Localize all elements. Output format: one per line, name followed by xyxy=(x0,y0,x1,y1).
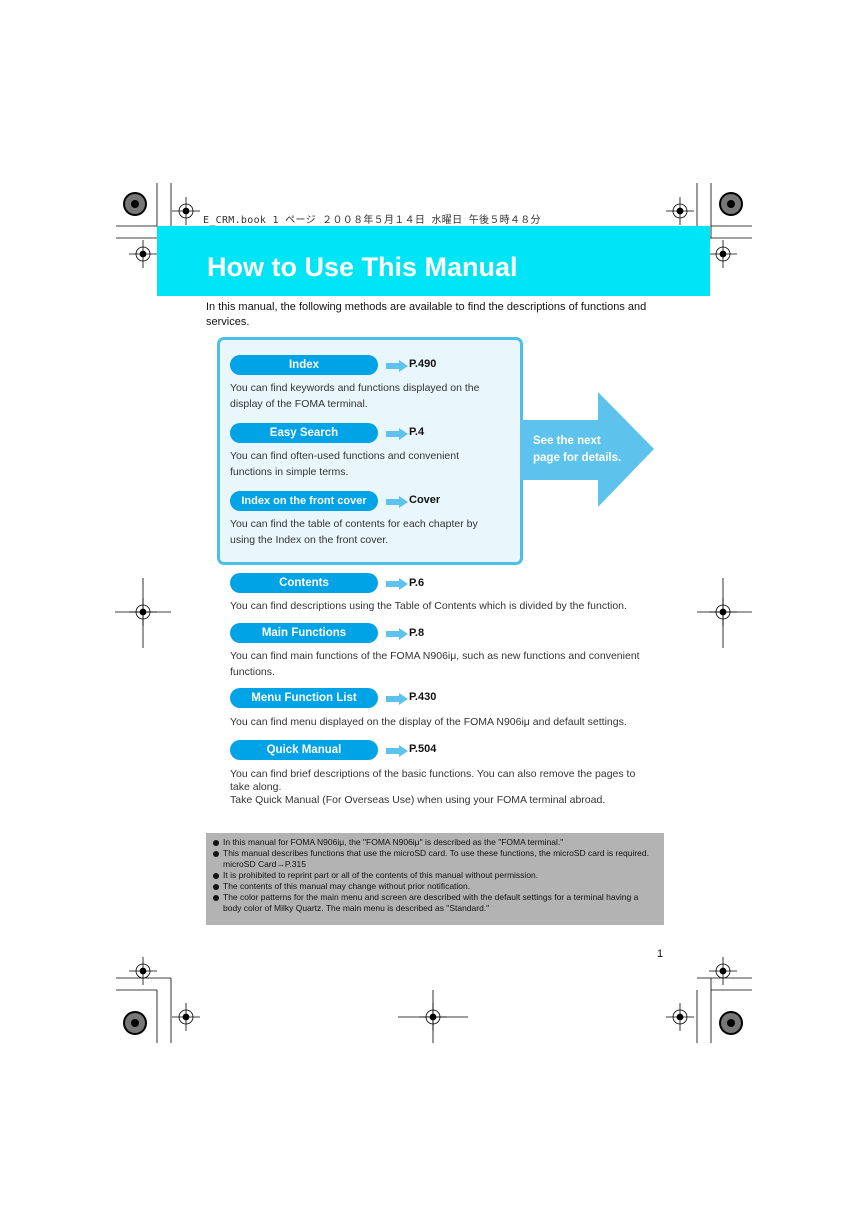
quick-manual-pill: Quick Manual xyxy=(230,740,378,760)
see-next-line1: See the next xyxy=(533,435,601,447)
ref-arrow-icon xyxy=(386,360,408,372)
note-item: The contents of this manual may change w… xyxy=(212,881,658,892)
title-band xyxy=(157,226,710,296)
note-item: The color patterns for the main menu and… xyxy=(212,892,658,914)
quick-manual-desc: You can find brief descriptions of the b… xyxy=(230,768,636,793)
easy-search-desc: You can find often-used functions and co… xyxy=(230,450,460,478)
contents-desc: You can find descriptions using the Tabl… xyxy=(230,600,627,612)
menu-function-list-pill: Menu Function List xyxy=(230,688,378,708)
index-front-cover-desc: You can find the table of contents for e… xyxy=(230,518,478,546)
index-ref: P.490 xyxy=(409,358,437,370)
notes-list: In this manual for FOMA N906iμ, the "FOM… xyxy=(206,833,664,914)
menu-function-list-ref: P.430 xyxy=(409,691,437,703)
ref-arrow-icon xyxy=(386,693,408,705)
index-desc: You can find keywords and functions disp… xyxy=(230,382,480,410)
notes-box: In this manual for FOMA N906iμ, the "FOM… xyxy=(206,833,664,925)
ref-arrow-icon xyxy=(386,578,408,590)
easy-search-pill: Easy Search xyxy=(230,423,378,443)
see-next-arrow-icon xyxy=(520,392,654,507)
page-title: How to Use This Manual xyxy=(207,252,518,282)
index-front-cover-pill: Index on the front cover xyxy=(230,491,378,511)
ref-arrow-icon xyxy=(386,745,408,757)
menu-function-list-desc: You can find menu displayed on the displ… xyxy=(230,716,627,728)
quick-manual-desc-2: Take Quick Manual (For Overseas Use) whe… xyxy=(230,794,606,806)
index-front-cover-ref: Cover xyxy=(409,494,441,506)
main-functions-pill: Main Functions xyxy=(230,623,378,643)
contents-ref: P.6 xyxy=(409,577,425,589)
ref-arrow-icon xyxy=(386,428,408,440)
note-item: It is prohibited to reprint part or all … xyxy=(212,870,658,881)
easy-search-ref: P.4 xyxy=(409,426,425,438)
note-item: This manual describes functions that use… xyxy=(212,848,658,870)
ref-arrow-icon xyxy=(386,496,408,508)
intro-text: In this manual, the following methods ar… xyxy=(206,301,647,328)
main-functions-ref: P.8 xyxy=(409,627,425,639)
see-next-text: See the next page for details. xyxy=(533,433,621,467)
note-item: In this manual for FOMA N906iμ, the "FOM… xyxy=(212,837,658,848)
book-header-line: E_CRM.book 1 ページ ２００８年５月１４日 水曜日 午後５時４８分 xyxy=(203,215,541,226)
ref-arrow-icon xyxy=(386,628,408,640)
contents-pill: Contents xyxy=(230,573,378,593)
page-number: 1 xyxy=(657,948,664,960)
quick-manual-ref: P.504 xyxy=(409,743,437,755)
see-next-line2: page for details. xyxy=(533,452,622,464)
index-pill: Index xyxy=(230,355,378,375)
main-functions-desc: You can find main functions of the FOMA … xyxy=(230,650,640,678)
